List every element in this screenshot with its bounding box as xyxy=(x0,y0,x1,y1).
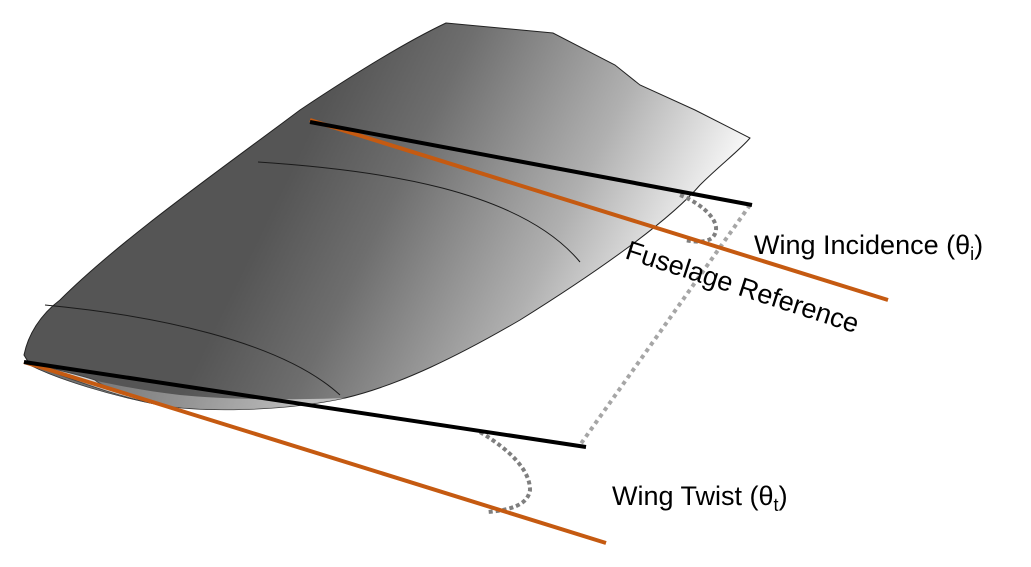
twist-angle-arc xyxy=(478,430,533,514)
wing-incidence-label: Wing Incidence (θi) xyxy=(754,230,983,264)
wing-leading-edge-highlight xyxy=(30,365,345,410)
wing-upper-surface xyxy=(23,22,751,411)
wing-spar-line-outer xyxy=(257,161,581,263)
chord-line-root xyxy=(23,360,587,449)
wing-spar-line-inner xyxy=(44,304,341,396)
wing-surface xyxy=(23,22,751,411)
fuselage-reference-line-tip xyxy=(309,118,889,302)
fuselage-reference-line-root xyxy=(23,360,607,545)
chord-line-tip xyxy=(309,120,753,207)
wing-twist-label: Wing Twist (θt) xyxy=(612,481,788,515)
dotted-connector-line xyxy=(578,203,752,447)
incidence-angle-arc xyxy=(679,193,719,244)
